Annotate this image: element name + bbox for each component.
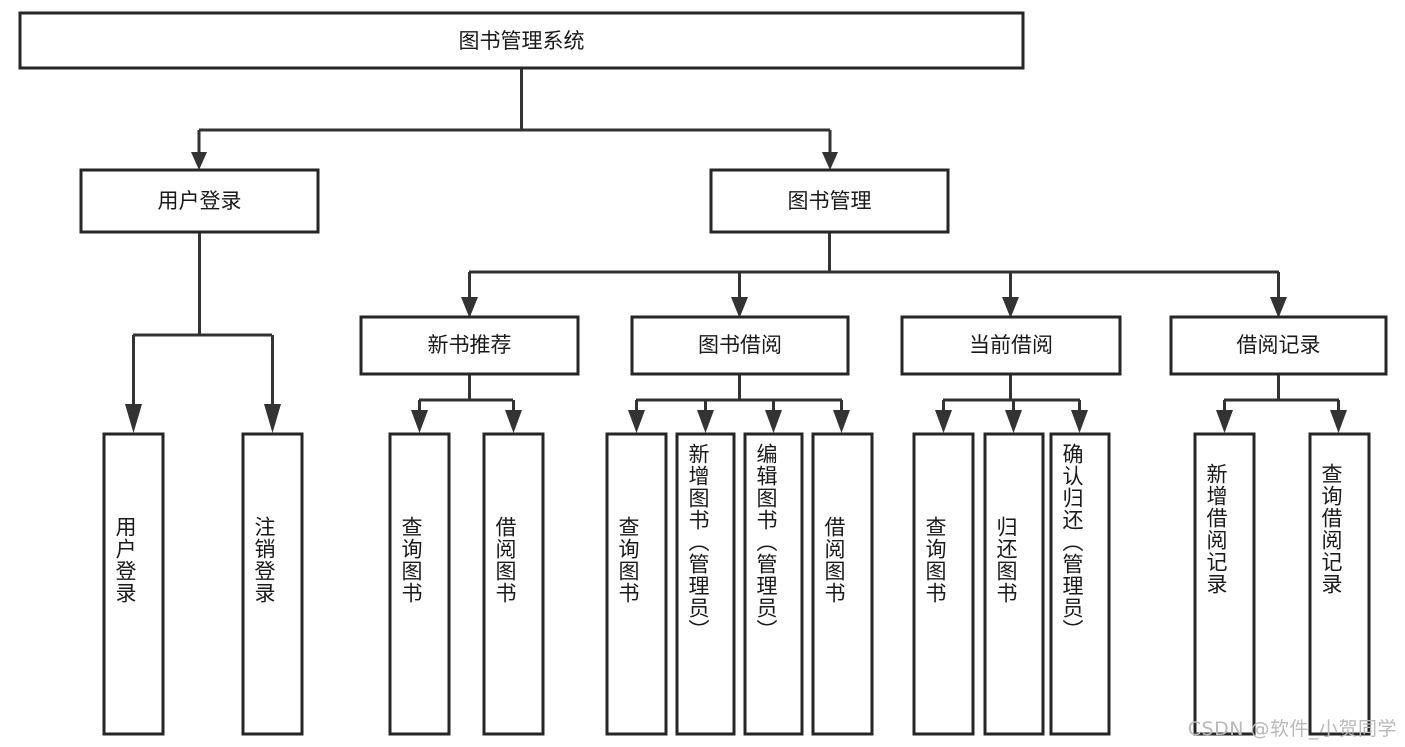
arrow-leaf-book-borrow-3 <box>765 410 782 433</box>
node-new-book-recommend-box[interactable] <box>359 315 580 376</box>
node-book-borrow[interactable]: 图书借阅 <box>630 315 850 376</box>
arrow-leaf-current-borrow-1 <box>935 410 952 433</box>
node-user-login[interactable]: 用户登录 <box>79 168 320 234</box>
arrow-book-manage <box>822 152 838 170</box>
arrow-leaf-book-borrow-2 <box>697 410 714 433</box>
node-book-manage[interactable]: 图书管理 <box>709 168 950 234</box>
node-book-manage-box[interactable] <box>709 168 950 234</box>
node-book-borrow-label: 图书借阅 <box>698 333 782 357</box>
node-book-manage-label: 图书管理 <box>788 189 872 213</box>
arrow-leaf-current-borrow-3 <box>1071 410 1088 433</box>
node-root-box[interactable] <box>18 11 1025 70</box>
leaf-box-current-borrow-3[interactable] <box>1049 432 1111 736</box>
leaf-box-book-borrow-3[interactable] <box>743 432 804 736</box>
arrow-borrow-record <box>1270 297 1287 318</box>
arrow-user-login <box>191 152 207 170</box>
node-current-borrow-label: 当前借阅 <box>969 333 1053 357</box>
arrow-leaf-borrow-record-1 <box>1216 410 1233 433</box>
arrow-leaf-new-book-1 <box>411 410 428 433</box>
leaf-box-new-book-2[interactable] <box>482 432 545 736</box>
leaf-box-book-borrow-1[interactable] <box>605 432 668 736</box>
node-borrow-record[interactable]: 借阅记录 <box>1169 315 1388 376</box>
node-root-label: 图书管理系统 <box>459 29 585 53</box>
node-book-borrow-box[interactable] <box>630 315 850 376</box>
leaf-box-borrow-record-1[interactable] <box>1193 432 1256 736</box>
csdn-watermark: CSDN @软件_小贺同学 <box>1187 718 1397 740</box>
node-user-login-label: 用户登录 <box>158 189 242 213</box>
node-current-borrow[interactable]: 当前借阅 <box>900 315 1122 376</box>
node-borrow-record-label: 借阅记录 <box>1237 333 1321 357</box>
arrow-leaf-user-login-1 <box>125 404 142 433</box>
leaf-box-new-book-1[interactable] <box>388 432 451 736</box>
leaf-box-user-login-1[interactable] <box>102 432 165 736</box>
leaf-box-book-borrow-4[interactable] <box>811 432 874 736</box>
leaf-box-current-borrow-1[interactable] <box>912 432 975 736</box>
arrow-leaf-book-borrow-1 <box>628 410 645 433</box>
arrow-leaf-new-book-2 <box>505 410 522 433</box>
node-user-login-box[interactable] <box>79 168 320 234</box>
arrow-leaf-book-borrow-4 <box>833 410 850 433</box>
node-borrow-record-box[interactable] <box>1169 315 1388 376</box>
connector-group <box>125 68 1347 433</box>
leaf-box-book-borrow-2[interactable] <box>675 432 736 736</box>
arrow-leaf-user-login-2 <box>264 404 281 433</box>
arrow-current-borrow <box>1002 297 1019 318</box>
arrow-new-book <box>461 297 478 318</box>
node-current-borrow-box[interactable] <box>900 315 1122 376</box>
leaf-box-borrow-record-2[interactable] <box>1308 432 1371 736</box>
arrow-leaf-current-borrow-2 <box>1005 410 1022 433</box>
leaf-box-current-borrow-2[interactable] <box>983 432 1045 736</box>
node-new-book-recommend-label: 新书推荐 <box>428 333 512 357</box>
arrow-leaf-borrow-record-2 <box>1330 410 1347 433</box>
leaf-box-user-login-2[interactable] <box>241 432 304 736</box>
node-root[interactable]: 图书管理系统 <box>18 11 1025 70</box>
arrow-book-borrow <box>731 297 748 318</box>
node-new-book-recommend[interactable]: 新书推荐 <box>359 315 580 376</box>
leaf-boxes-group <box>102 432 1371 736</box>
